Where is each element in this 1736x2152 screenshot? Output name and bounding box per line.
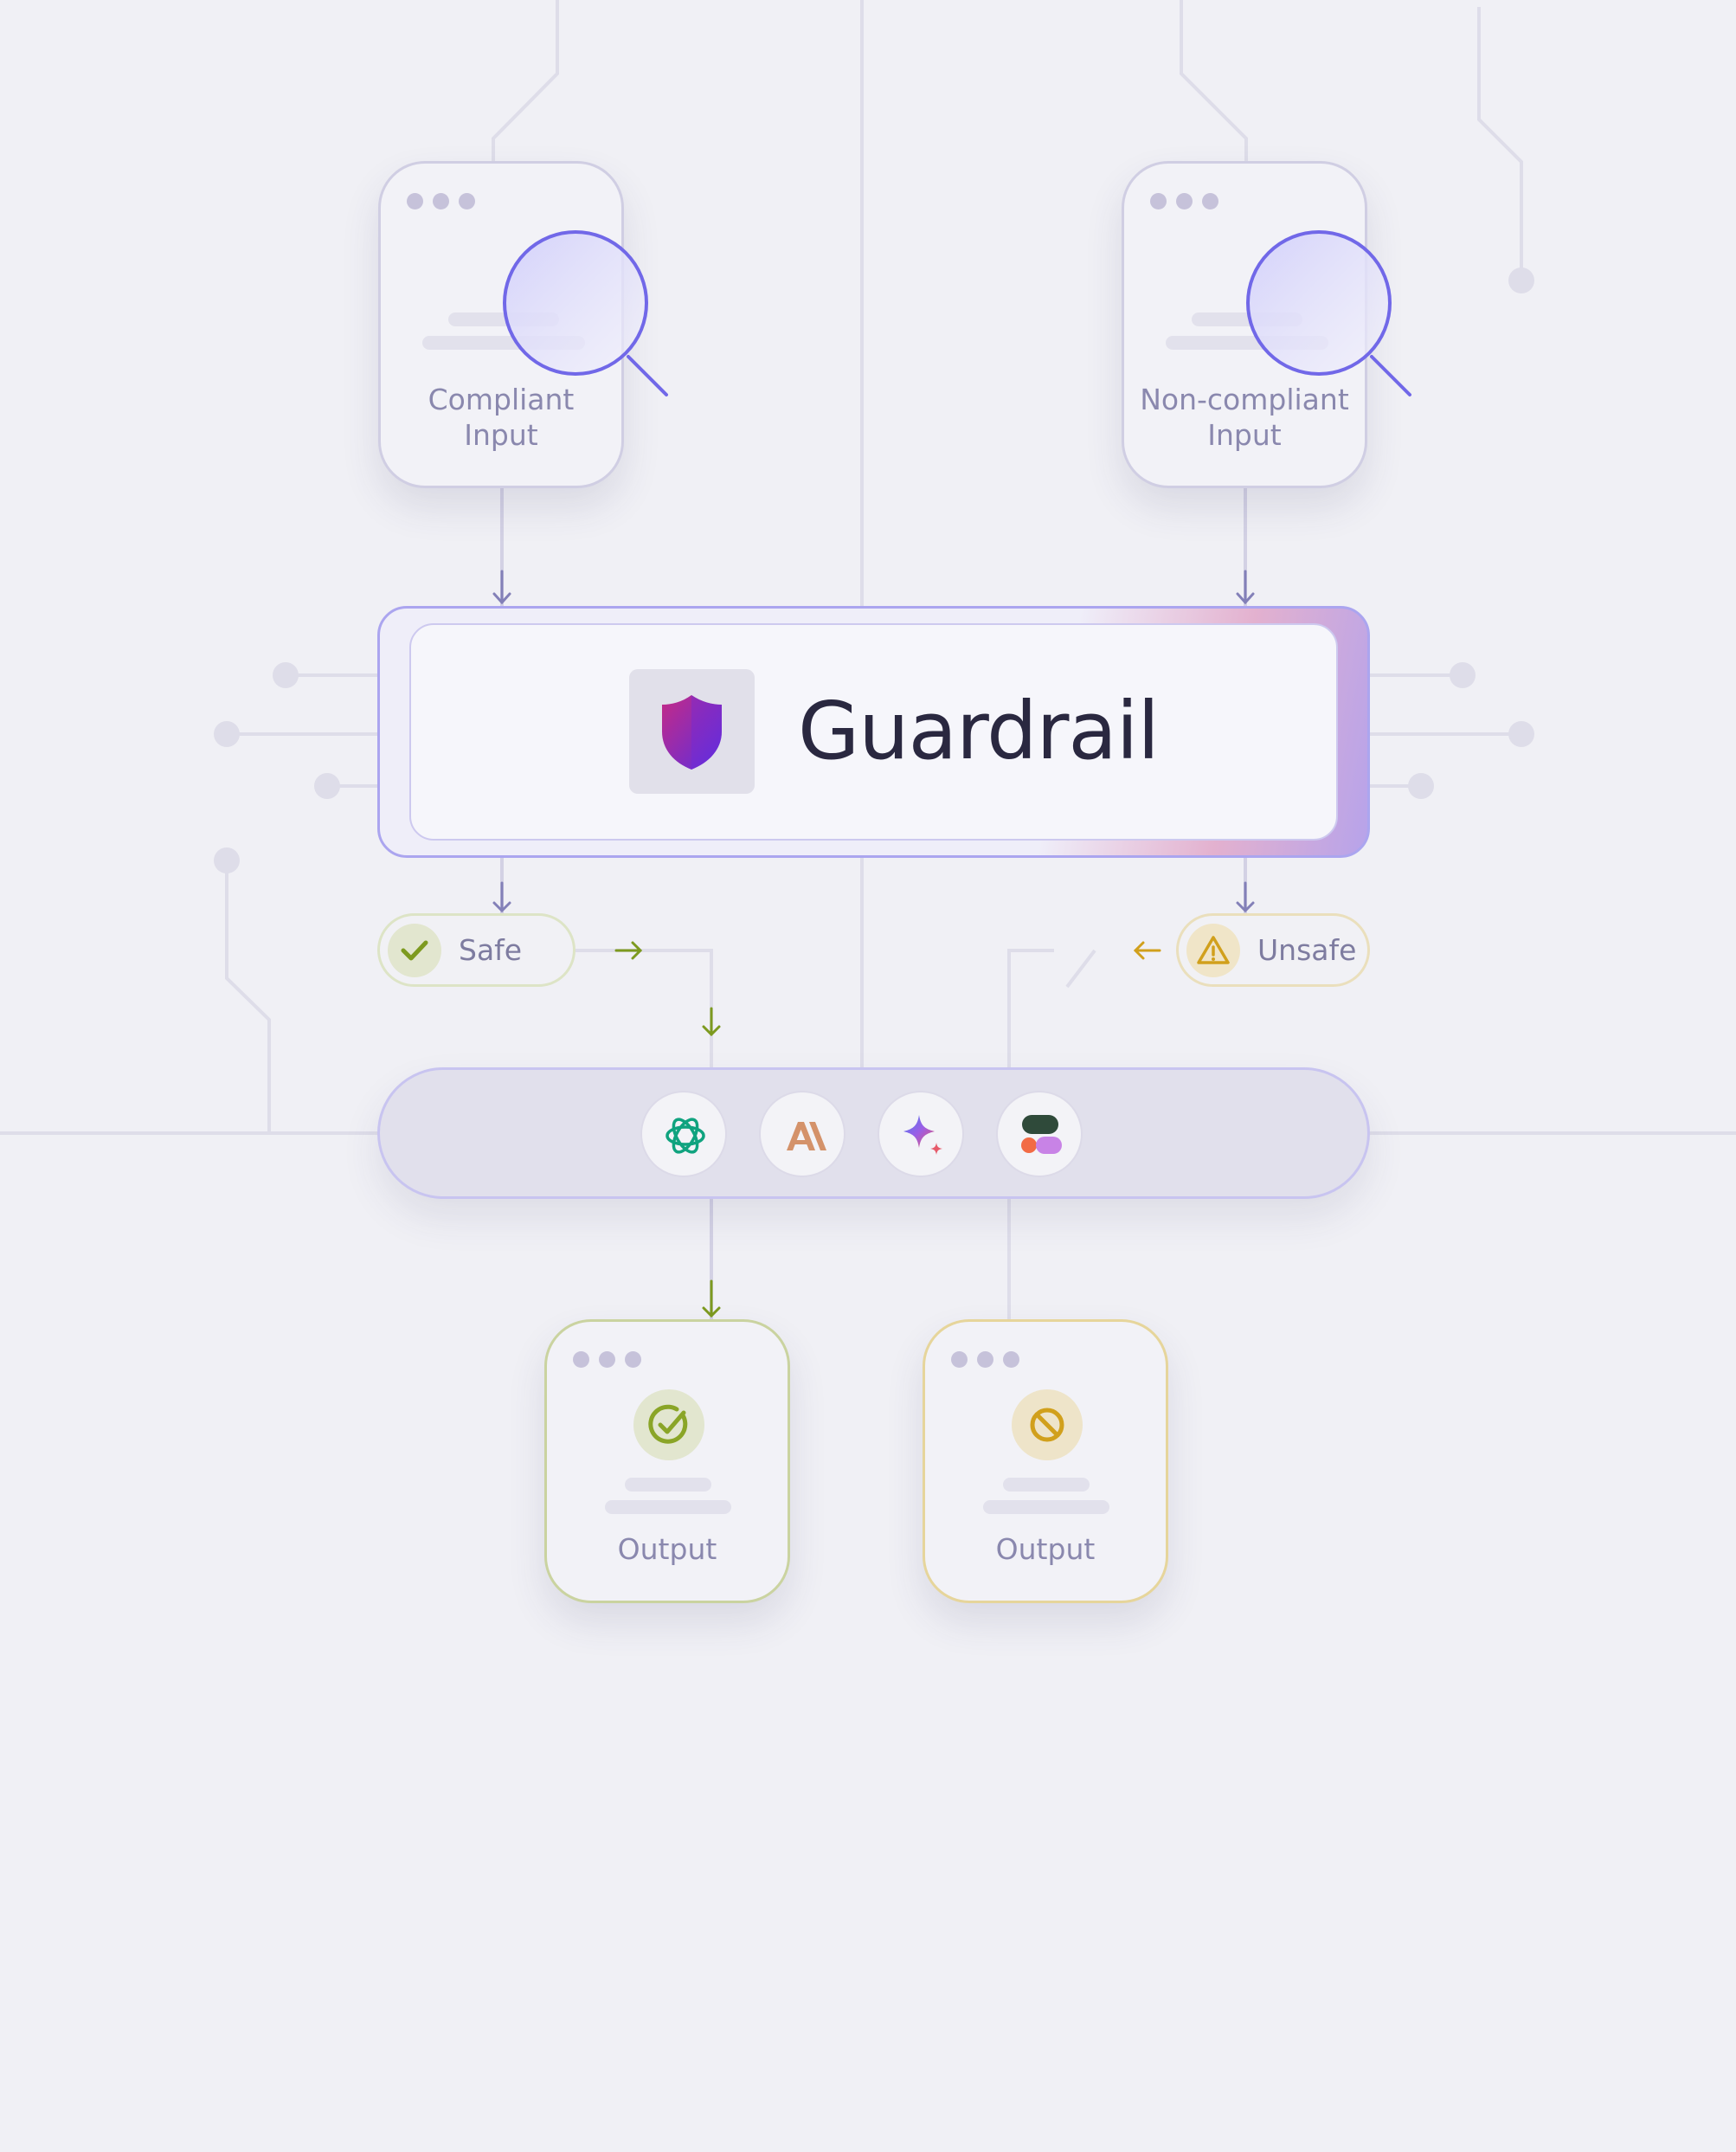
unsafe-label: Unsafe xyxy=(1257,933,1357,967)
placeholder-line xyxy=(605,1500,731,1514)
placeholder-line xyxy=(625,1478,711,1492)
window-dot xyxy=(599,1351,615,1368)
window-dots xyxy=(951,1351,1019,1368)
guardrail-panel-inner xyxy=(409,623,1338,841)
output-label: Output xyxy=(617,1532,717,1566)
openai-icon xyxy=(640,1091,727,1177)
safe-output-card: Output xyxy=(544,1319,790,1603)
model-provider-bar xyxy=(377,1067,1370,1199)
checkmark-icon xyxy=(388,924,441,977)
window-dot xyxy=(977,1351,993,1368)
window-dot xyxy=(1202,193,1218,209)
anthropic-icon xyxy=(759,1091,845,1177)
gemini-icon xyxy=(878,1091,964,1177)
model-icon xyxy=(996,1091,1083,1177)
window-dot xyxy=(459,193,475,209)
shield-icon-box xyxy=(629,669,755,794)
window-dot xyxy=(433,193,449,209)
safe-badge: Safe xyxy=(377,913,575,987)
window-dots xyxy=(407,193,475,209)
window-dots xyxy=(1150,193,1218,209)
safe-label: Safe xyxy=(459,933,523,967)
window-dot xyxy=(1003,1351,1019,1368)
window-dot xyxy=(573,1351,589,1368)
check-circle-icon xyxy=(633,1389,704,1460)
unsafe-badge: Unsafe xyxy=(1176,913,1370,987)
window-dot xyxy=(407,193,423,209)
card-label: Compliant Input xyxy=(428,383,575,452)
window-dot xyxy=(1176,193,1193,209)
window-dots xyxy=(573,1351,641,1368)
magnifier-icon xyxy=(1246,230,1411,396)
placeholder-line xyxy=(983,1500,1109,1514)
shield-icon xyxy=(662,695,722,770)
warning-icon xyxy=(1186,924,1240,977)
guardrail-title: Guardrail xyxy=(798,685,1160,777)
output-label: Output xyxy=(995,1532,1096,1566)
window-dot xyxy=(951,1351,968,1368)
window-dot xyxy=(1150,193,1167,209)
unsafe-output-card: Output xyxy=(923,1319,1168,1603)
window-dot xyxy=(625,1351,641,1368)
magnifier-icon xyxy=(503,230,668,396)
card-label: Non-compliant Input xyxy=(1140,383,1349,452)
blocked-icon xyxy=(1012,1389,1083,1460)
placeholder-line xyxy=(1003,1478,1090,1492)
